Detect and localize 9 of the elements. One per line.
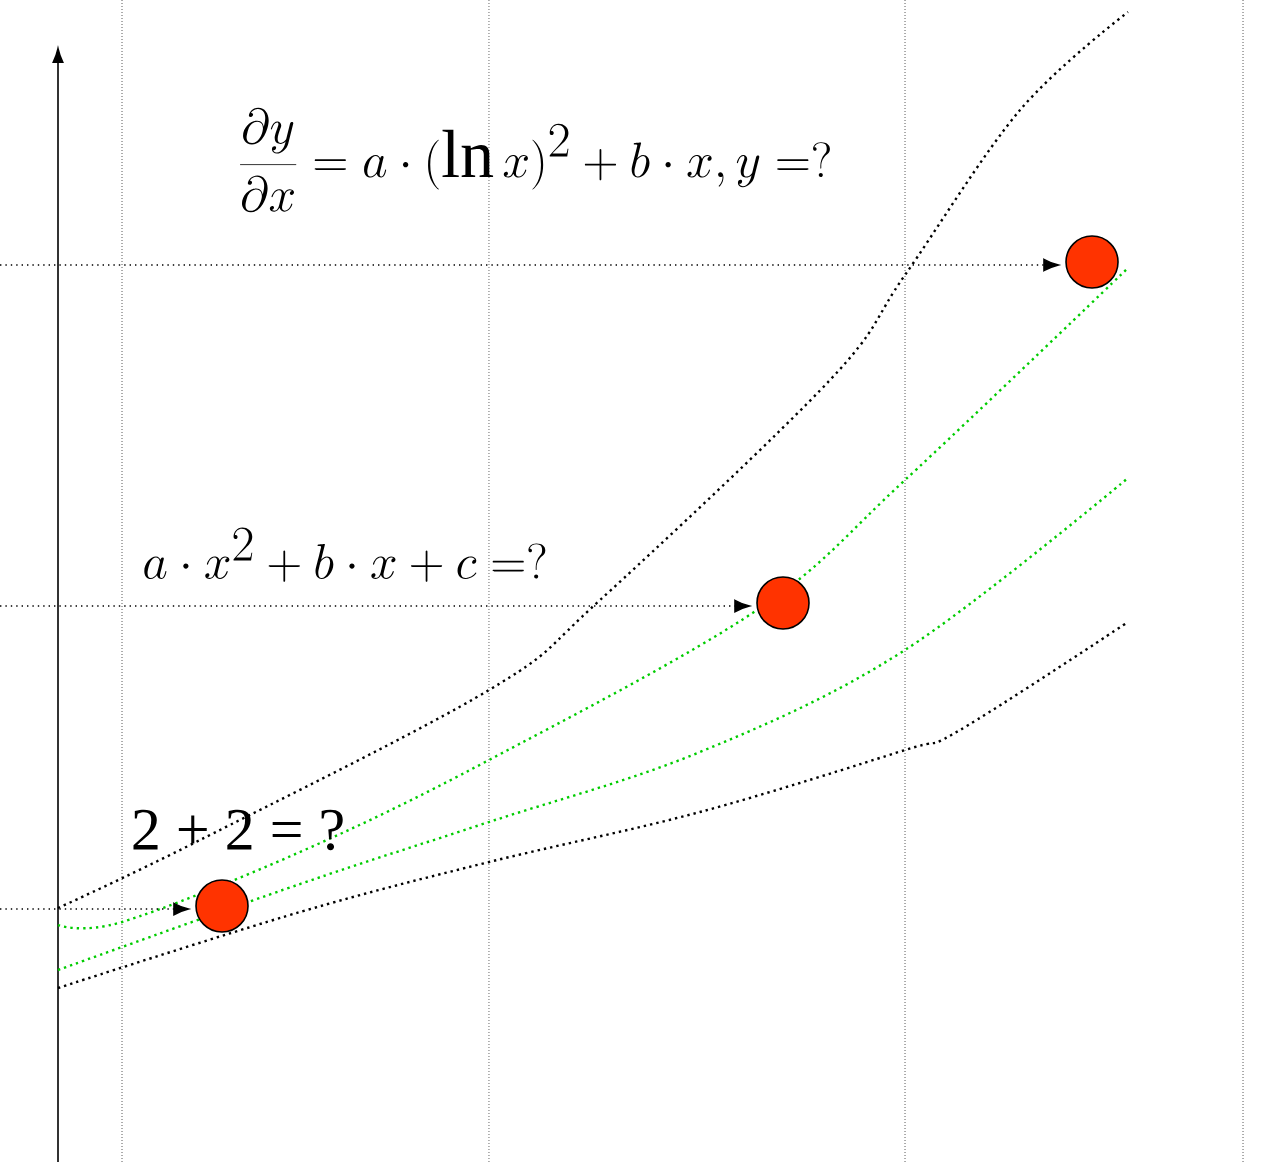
point-marker bbox=[1065, 235, 1119, 289]
arrow bbox=[0, 258, 1060, 272]
point-marker bbox=[756, 576, 810, 630]
formula: $\frac{\partial y}{\partial x}=a\cdot(\ln x)^{2}+b\cdot x, y=?$ bbox=[240, 107, 830, 213]
point-marker bbox=[195, 879, 249, 933]
arrow bbox=[0, 902, 190, 916]
formula: 2 + 2 = ? bbox=[133, 809, 343, 851]
arrow bbox=[0, 599, 751, 613]
formula: $a\cdot x^{2}+b\cdot x+c=?$ bbox=[144, 527, 546, 582]
